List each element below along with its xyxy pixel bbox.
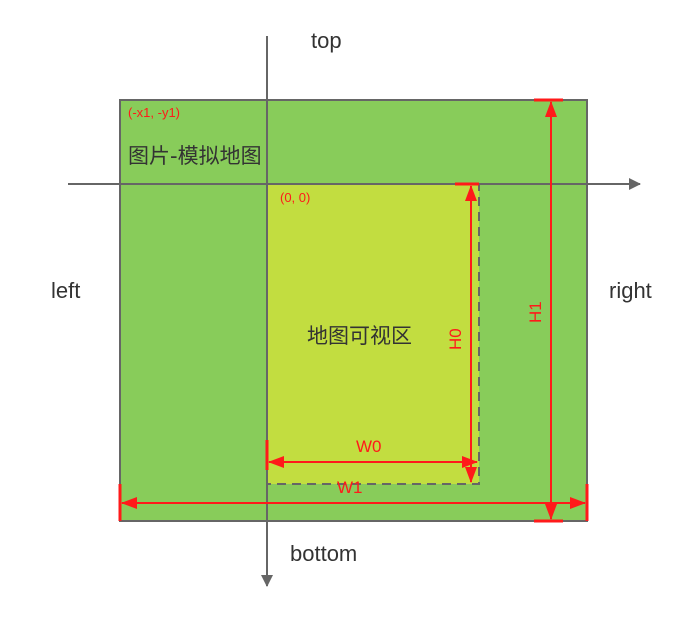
h0-label: H0 bbox=[446, 328, 465, 350]
bottom-label: bottom bbox=[290, 541, 357, 566]
h1-label: H1 bbox=[526, 301, 545, 323]
top-label: top bbox=[311, 28, 342, 53]
left-label: left bbox=[51, 278, 80, 303]
origin-coordinate: (-x1, -y1) bbox=[128, 105, 180, 120]
right-label: right bbox=[609, 278, 652, 303]
viewport-title: 地图可视区 bbox=[307, 324, 412, 348]
w0-label: W0 bbox=[356, 437, 382, 456]
w1-label: W1 bbox=[337, 478, 363, 497]
viewport-rect bbox=[266, 183, 480, 485]
viewport-coordinate: (0, 0) bbox=[280, 190, 310, 205]
image-title: 图片-模拟地图 bbox=[128, 144, 262, 168]
